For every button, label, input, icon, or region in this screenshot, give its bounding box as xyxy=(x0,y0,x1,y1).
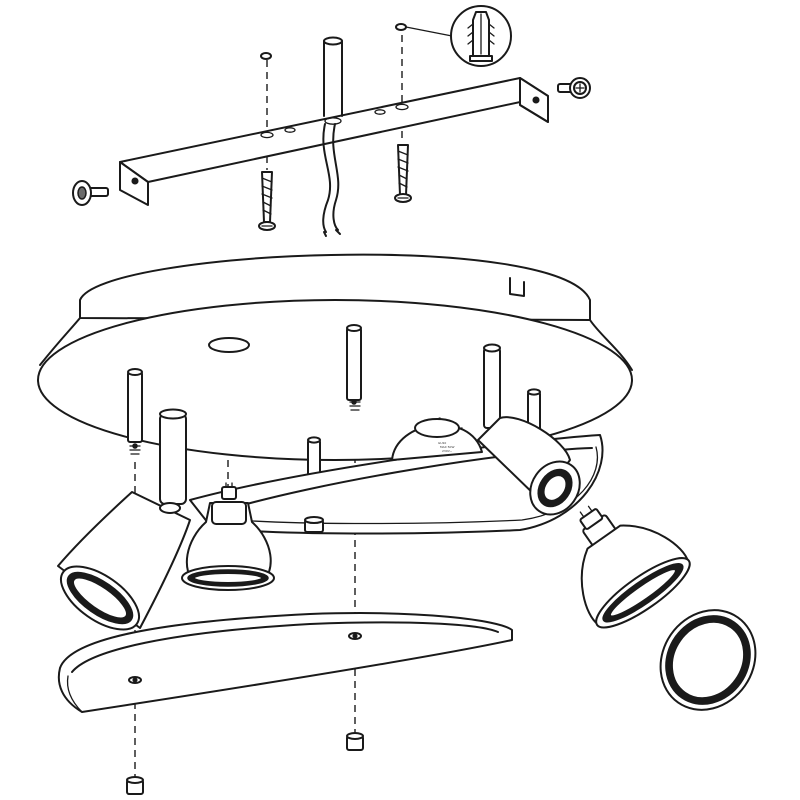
fixing-nut-center xyxy=(346,732,364,751)
ground-screw-left xyxy=(72,180,109,206)
canopy-stud-right xyxy=(483,343,501,429)
mounting-screw-right xyxy=(394,144,412,203)
washer-left xyxy=(260,52,272,60)
fixing-nut-left xyxy=(126,776,144,795)
ground-screw-right xyxy=(557,77,591,99)
lamp-print-line-1: GU10 xyxy=(438,441,446,445)
supply-cable xyxy=(322,123,341,237)
canopy-stud-center xyxy=(346,324,362,411)
canopy-stud-left xyxy=(127,368,143,455)
mounting-screw-left xyxy=(258,171,276,231)
gu10-bulb-right xyxy=(579,505,691,629)
washer-right xyxy=(395,23,407,31)
spotlight-bar-left xyxy=(57,612,513,713)
lamp-print-line-3: 230V~ xyxy=(442,449,453,453)
retaining-ring xyxy=(659,609,757,711)
spot-arm-left xyxy=(159,408,187,505)
threaded-rod xyxy=(323,36,343,117)
canopy-stud-middle xyxy=(307,436,321,477)
lamp-socket-right: GU10 MAX 50W 230V~ xyxy=(391,417,483,461)
bar-nut xyxy=(304,516,324,533)
spot-head-right xyxy=(477,416,581,516)
spot-head-left xyxy=(57,491,191,631)
gu10-bulb-left xyxy=(181,482,275,591)
canopy-stud-far-right xyxy=(527,388,541,433)
lamp-print-line-2: MAX 50W xyxy=(440,445,454,449)
wall-plug-detail-callout xyxy=(405,5,512,67)
